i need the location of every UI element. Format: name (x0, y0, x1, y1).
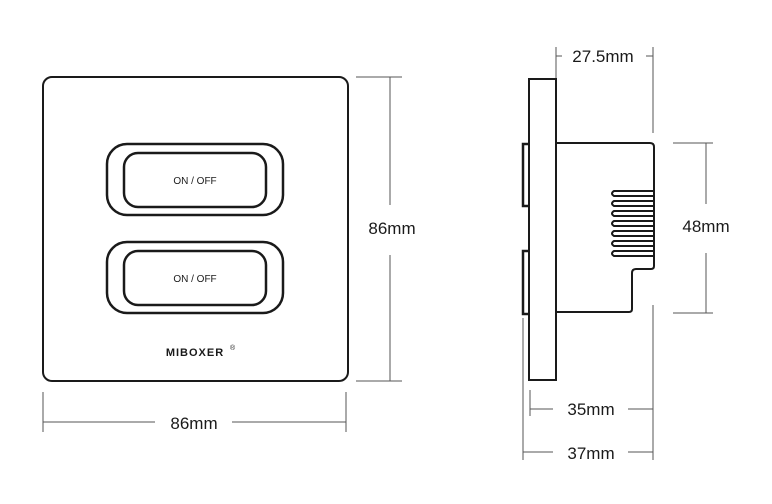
side-body-height-label: 48mm (682, 217, 729, 236)
side-body (556, 142, 655, 313)
front-view: ON / OFF ON / OFF MIBOXER ® 86mm 86mm (42, 76, 416, 433)
front-plate (42, 76, 349, 382)
front-height-label: 86mm (368, 219, 415, 238)
button-2-bezel (105, 240, 285, 315)
button-2-rocker (122, 249, 268, 307)
side-depth-total-label: 37mm (567, 444, 614, 463)
side-button-2 (521, 249, 529, 316)
front-width-label: 86mm (170, 414, 217, 433)
side-button-1 (521, 142, 529, 208)
switch-button-2[interactable]: ON / OFF (105, 240, 285, 315)
side-body-height-dimension (673, 142, 713, 314)
heatsink-fins (611, 190, 654, 257)
brand-logo: MIBOXER (166, 347, 224, 359)
button-2-label: ON / OFF (173, 274, 216, 285)
side-top-depth-dimension (555, 47, 654, 133)
side-depth-total-dimension (522, 318, 653, 460)
button-1-bezel (105, 142, 285, 217)
front-width-dimension (42, 392, 347, 432)
side-depth-inner-label: 35mm (567, 400, 614, 419)
side-view: 27.5mm 48mm 35mm 37mm (521, 47, 730, 463)
side-depth-inner-dimension (529, 305, 654, 460)
side-plate (528, 78, 557, 381)
button-1-label: ON / OFF (173, 176, 216, 187)
front-height-dimension (356, 76, 402, 382)
button-1-rocker (122, 151, 268, 209)
registered-mark: ® (230, 344, 236, 352)
switch-button-1[interactable]: ON / OFF (105, 142, 285, 217)
side-top-depth-label: 27.5mm (572, 47, 633, 66)
